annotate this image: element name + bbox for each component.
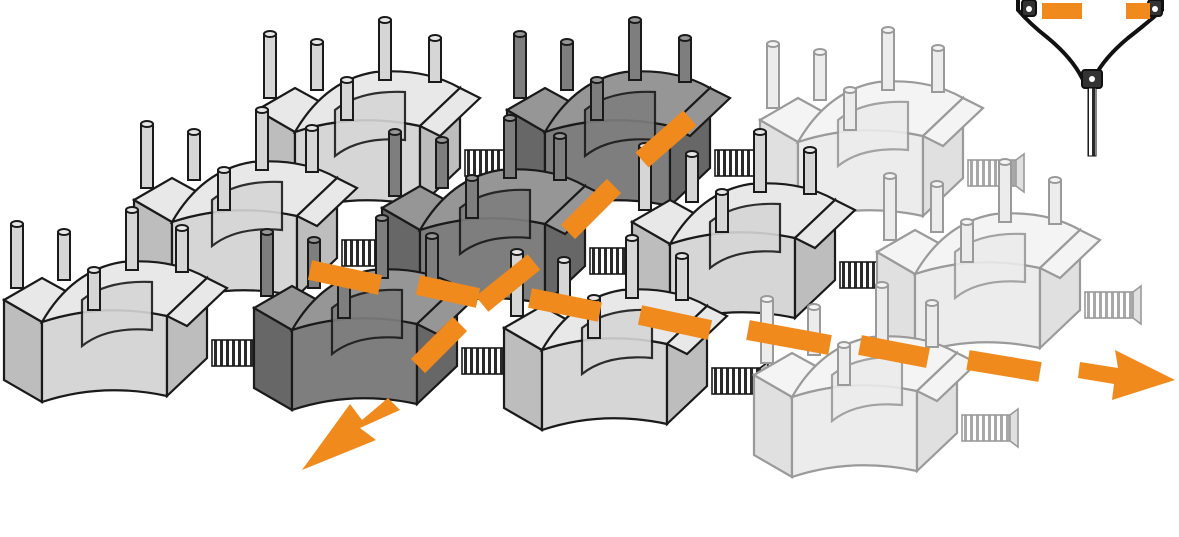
post [306, 125, 318, 172]
post [126, 207, 138, 270]
connector-strip [1085, 286, 1141, 324]
post [514, 31, 526, 98]
post [1049, 177, 1061, 224]
post [379, 17, 391, 80]
post [679, 35, 691, 82]
post [436, 137, 448, 188]
post [561, 39, 573, 90]
post [686, 151, 698, 202]
post [884, 173, 896, 240]
post [389, 129, 401, 196]
post [754, 129, 766, 192]
connector-strip [968, 154, 1024, 192]
post [626, 235, 638, 298]
post [876, 282, 888, 345]
post [804, 147, 816, 194]
post [218, 167, 230, 210]
post [176, 225, 188, 272]
post [341, 77, 353, 120]
post [629, 17, 641, 80]
post [429, 35, 441, 82]
post [188, 129, 200, 180]
post [999, 159, 1011, 222]
arrow-head-right [1078, 350, 1175, 400]
arrow-head-down-left [302, 398, 400, 470]
post [767, 41, 779, 108]
post [141, 121, 153, 188]
module-grid [4, 17, 1100, 477]
post [376, 215, 388, 278]
post [882, 27, 894, 90]
post [256, 107, 268, 170]
post [961, 219, 973, 262]
post [88, 267, 100, 310]
post [554, 133, 566, 180]
post [264, 31, 276, 98]
post [838, 342, 850, 385]
post [504, 115, 516, 178]
post [844, 87, 856, 130]
post [931, 181, 943, 232]
post [932, 45, 944, 92]
post [591, 77, 603, 120]
post [716, 189, 728, 232]
post [11, 221, 23, 288]
zipper-joint-detail-icon [1018, 0, 1162, 156]
arrow-segment [966, 350, 1041, 382]
post [466, 175, 478, 218]
connector-strip [962, 409, 1018, 447]
post [58, 229, 70, 280]
post [426, 233, 438, 280]
post [814, 49, 826, 100]
post [676, 253, 688, 300]
post [261, 229, 273, 296]
post [926, 300, 938, 347]
post [311, 39, 323, 90]
